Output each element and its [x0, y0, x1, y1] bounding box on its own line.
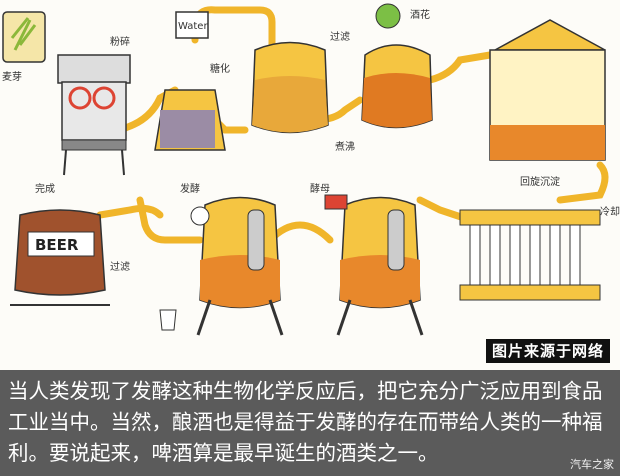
brewing-process-drawing: 麦芽 粉碎 Water 糖化 过滤 酒花 煮沸 回旋沉淀 — [2, 3, 620, 336]
caption-text: 当人类发现了发酵这种生物化学反应后，把它充分广泛应用到食品工业当中。当然，酿酒也… — [8, 379, 603, 465]
svg-text:麦芽: 麦芽 — [2, 70, 22, 83]
svg-text:过滤: 过滤 — [330, 30, 350, 43]
svg-text:酵母: 酵母 — [310, 183, 330, 195]
svg-text:冷却: 冷却 — [600, 205, 620, 218]
svg-text:粉碎: 粉碎 — [110, 35, 130, 48]
svg-text:酒花: 酒花 — [410, 8, 430, 21]
whirlpool-tank: 回旋沉淀 — [489, 19, 606, 188]
barrel-beer-label: BEER — [35, 236, 79, 254]
boil-kettle: 酒花 煮沸 — [335, 3, 433, 153]
svg-text:发酵: 发酵 — [180, 182, 200, 195]
grain-mill: 粉碎 — [57, 35, 131, 176]
brewing-illustration: 麦芽 粉碎 Water 糖化 过滤 酒花 煮沸 回旋沉淀 — [2, 3, 620, 336]
fermenter-yeast: 酵母 — [310, 183, 424, 336]
watermark-brand: 汽车之家 — [570, 458, 614, 471]
malt-sack: 麦芽 — [2, 11, 46, 83]
lauter-tun: 过滤 — [251, 30, 350, 134]
fermenter-main: 发酵 — [159, 182, 284, 336]
image-source-credit: 图片来源于网络 — [485, 339, 610, 363]
svg-text:糖化: 糖化 — [210, 62, 230, 75]
beer-barrel: BEER 完成 过滤 — [10, 182, 130, 306]
svg-text:回旋沉淀: 回旋沉淀 — [520, 175, 560, 188]
mash-tun: Water 糖化 — [154, 11, 230, 151]
cooler: 冷却 — [459, 205, 620, 301]
svg-text:完成: 完成 — [35, 182, 55, 195]
caption-panel: 当人类发现了发酵这种生物化学反应后，把它充分广泛应用到食品工业当中。当然，酿酒也… — [0, 370, 620, 476]
svg-text:煮沸: 煮沸 — [335, 140, 355, 153]
svg-text:过滤: 过滤 — [110, 260, 130, 273]
water-label: Water — [178, 21, 208, 32]
